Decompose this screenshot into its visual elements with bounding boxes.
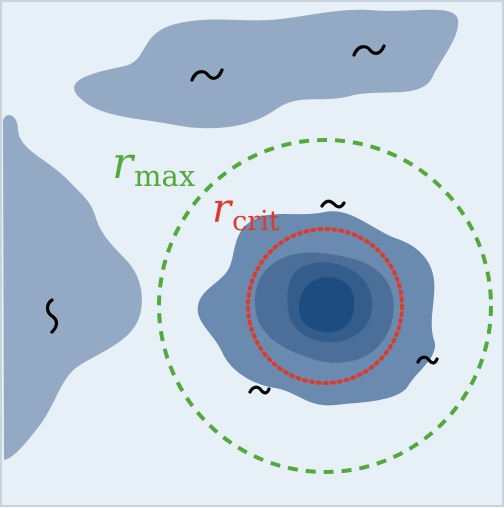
rcrit-label-sub: crit [232,206,280,237]
rmax-circle [157,138,493,474]
cloud-core [298,277,355,333]
squiggle-icon [352,44,386,57]
squiggle-icon [416,355,439,365]
rcrit-circle [246,227,404,385]
squiggle-icon [248,385,271,395]
squiggle-icon [45,298,59,334]
cloud-left [3,115,142,461]
rmax-label-main: r [112,138,136,189]
rmax-label: rmax [112,138,195,193]
cloud-top [74,9,459,129]
squiggle-icon [320,199,346,209]
squiggle-marks [45,44,439,395]
rcrit-label: rcrit [212,186,280,237]
rcrit-label-main: r [212,186,234,232]
squiggle-icon [190,68,224,82]
rmax-label-sub: max [134,159,195,193]
